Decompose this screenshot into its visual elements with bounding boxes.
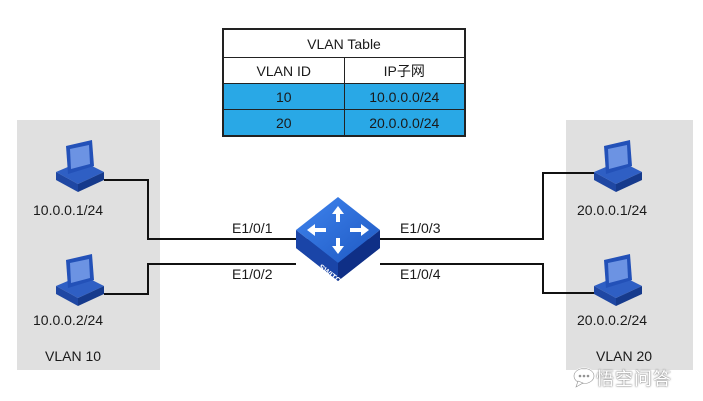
link-host3-e103 [380, 172, 594, 240]
host-ip-label: 20.0.0.1/24 [577, 202, 648, 218]
watermark: 悟空问答 [572, 365, 672, 391]
link-host2-e102 [104, 263, 296, 295]
vlan-table-title-row: VLAN Table [224, 30, 464, 57]
port-label-e1-0-4: E1/0/4 [400, 266, 441, 282]
vlan-table-header-vlan-id: VLAN ID [256, 62, 311, 79]
vlan-table-header-ip-subnet: IP子网 [343, 58, 465, 83]
vlan-table-title: VLAN Table [307, 35, 381, 52]
link-host4-e104 [380, 263, 594, 294]
chat-bubble-icon [573, 367, 595, 388]
port-label-e1-0-1: E1/0/1 [232, 220, 273, 236]
host-20-0-0-2-computer-icon [594, 254, 642, 306]
host-20-0-0-1-computer-icon [594, 140, 642, 192]
vlan-table-cell-subnet: 20.0.0.0/24 [343, 110, 465, 135]
vlan-table-cell-vlan-id: 20 [275, 114, 292, 131]
switch-icon: SWITCH [296, 197, 380, 289]
vlan-table-cell-subnet: 10.0.0.0/24 [343, 84, 465, 109]
vlan-table-row: 20 20.0.0.0/24 [224, 109, 464, 135]
host-ip-label: 10.0.0.2/24 [33, 312, 104, 328]
port-label-e1-0-3: E1/0/3 [400, 220, 441, 236]
vlan10-label: VLAN 10 [45, 348, 102, 364]
host-ip-label: 10.0.0.1/24 [33, 202, 104, 218]
vlan-table-header-row: VLAN ID IP子网 [224, 57, 464, 83]
port-label-e1-0-2: E1/0/2 [232, 266, 273, 282]
host-10-0-0-2-computer-icon [56, 254, 104, 306]
link-host1-e101 [104, 179, 296, 240]
watermark-text: 悟空问答 [596, 369, 672, 389]
vlan-table: VLAN Table VLAN ID IP子网 10 10.0.0.0/24 2… [222, 28, 466, 137]
vlan-table-cell-vlan-id: 10 [275, 88, 292, 105]
vlan-table-row: 10 10.0.0.0/24 [224, 83, 464, 109]
host-10-0-0-1-computer-icon [56, 140, 104, 192]
vlan20-label: VLAN 20 [596, 348, 653, 364]
host-ip-label: 20.0.0.2/24 [577, 312, 648, 328]
